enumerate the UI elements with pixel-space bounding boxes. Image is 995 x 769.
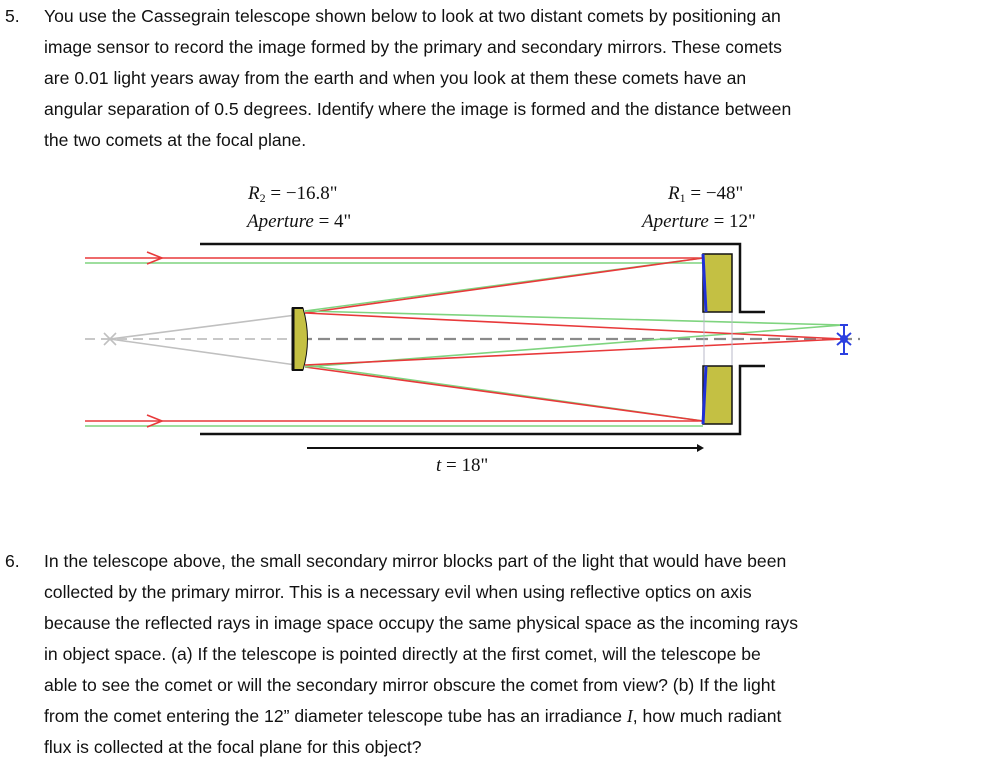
- primary-mirror: [701, 253, 733, 425]
- aperture-word: Aperture: [642, 211, 709, 232]
- text-line: image sensor to record the image formed …: [44, 37, 782, 57]
- reflective-surface: [701, 253, 708, 313]
- irradiance-symbol: I: [626, 706, 633, 726]
- primary-aperture-label: Aperture = 12": [642, 211, 756, 233]
- virtual-focus-icon: [103, 314, 297, 366]
- primary-bore: [703, 312, 733, 366]
- text-line: the two comets at the focal plane.: [44, 130, 307, 150]
- radius-symbol: R: [668, 183, 680, 204]
- text-line: angular separation of 0.5 degrees. Ident…: [44, 99, 792, 119]
- incoming-ray-bottom: [85, 414, 703, 428]
- text-line: In the telescope above, the small second…: [44, 551, 787, 571]
- separation-label: t = 18": [436, 455, 488, 477]
- image-sensor-icon: [836, 324, 852, 355]
- question-text: In the telescope above, the small second…: [44, 546, 991, 763]
- text-line: collected by the primary mirror. This is…: [44, 582, 752, 602]
- radius-value: = −48": [690, 183, 744, 204]
- secondary-radius-label: R2 = −16.8": [248, 183, 338, 206]
- radius-subscript: 1: [679, 191, 686, 205]
- text-fragment: from the comet entering the 12” diameter…: [44, 706, 627, 726]
- text-line: able to see the comet or will the second…: [44, 675, 776, 695]
- telescope-tube: [200, 242, 765, 436]
- arrowhead-icon: [146, 414, 165, 428]
- radius-symbol: R: [248, 183, 260, 204]
- text-line: are 0.01 light years away from the earth…: [44, 68, 747, 88]
- separation-arrow: [307, 444, 704, 452]
- separation-symbol: t: [436, 455, 442, 476]
- question-number: 5.: [5, 6, 20, 26]
- text-line: flux is collected at the focal plane for…: [44, 737, 422, 757]
- secondary-aperture-label: Aperture = 4": [247, 211, 351, 233]
- aperture-value: = 4": [318, 211, 352, 232]
- text-line: because the reflected rays in image spac…: [44, 613, 798, 633]
- radius-value: = −16.8": [270, 183, 338, 204]
- radius-subscript: 2: [259, 191, 266, 205]
- text-fragment: , how much radiant: [632, 706, 782, 726]
- separation-value: = 18": [446, 455, 489, 476]
- arrowhead-icon: [146, 251, 165, 265]
- text-line: in object space. (a) If the telescope is…: [44, 644, 761, 664]
- secondary-to-focus-rays: [304, 310, 844, 368]
- question-number: 6.: [5, 551, 20, 571]
- secondary-mirror: [291, 307, 308, 371]
- primary-radius-label: R1 = −48": [668, 183, 743, 206]
- reflective-surface: [701, 365, 708, 425]
- primary-to-secondary-rays: [304, 257, 704, 422]
- aperture-word: Aperture: [247, 211, 314, 232]
- text-line: from the comet entering the 12” diameter…: [44, 701, 991, 732]
- question-text: You use the Cassegrain telescope shown b…: [44, 1, 991, 156]
- text-line: You use the Cassegrain telescope shown b…: [44, 6, 781, 26]
- incoming-ray-top: [85, 251, 703, 265]
- aperture-value: = 12": [713, 211, 756, 232]
